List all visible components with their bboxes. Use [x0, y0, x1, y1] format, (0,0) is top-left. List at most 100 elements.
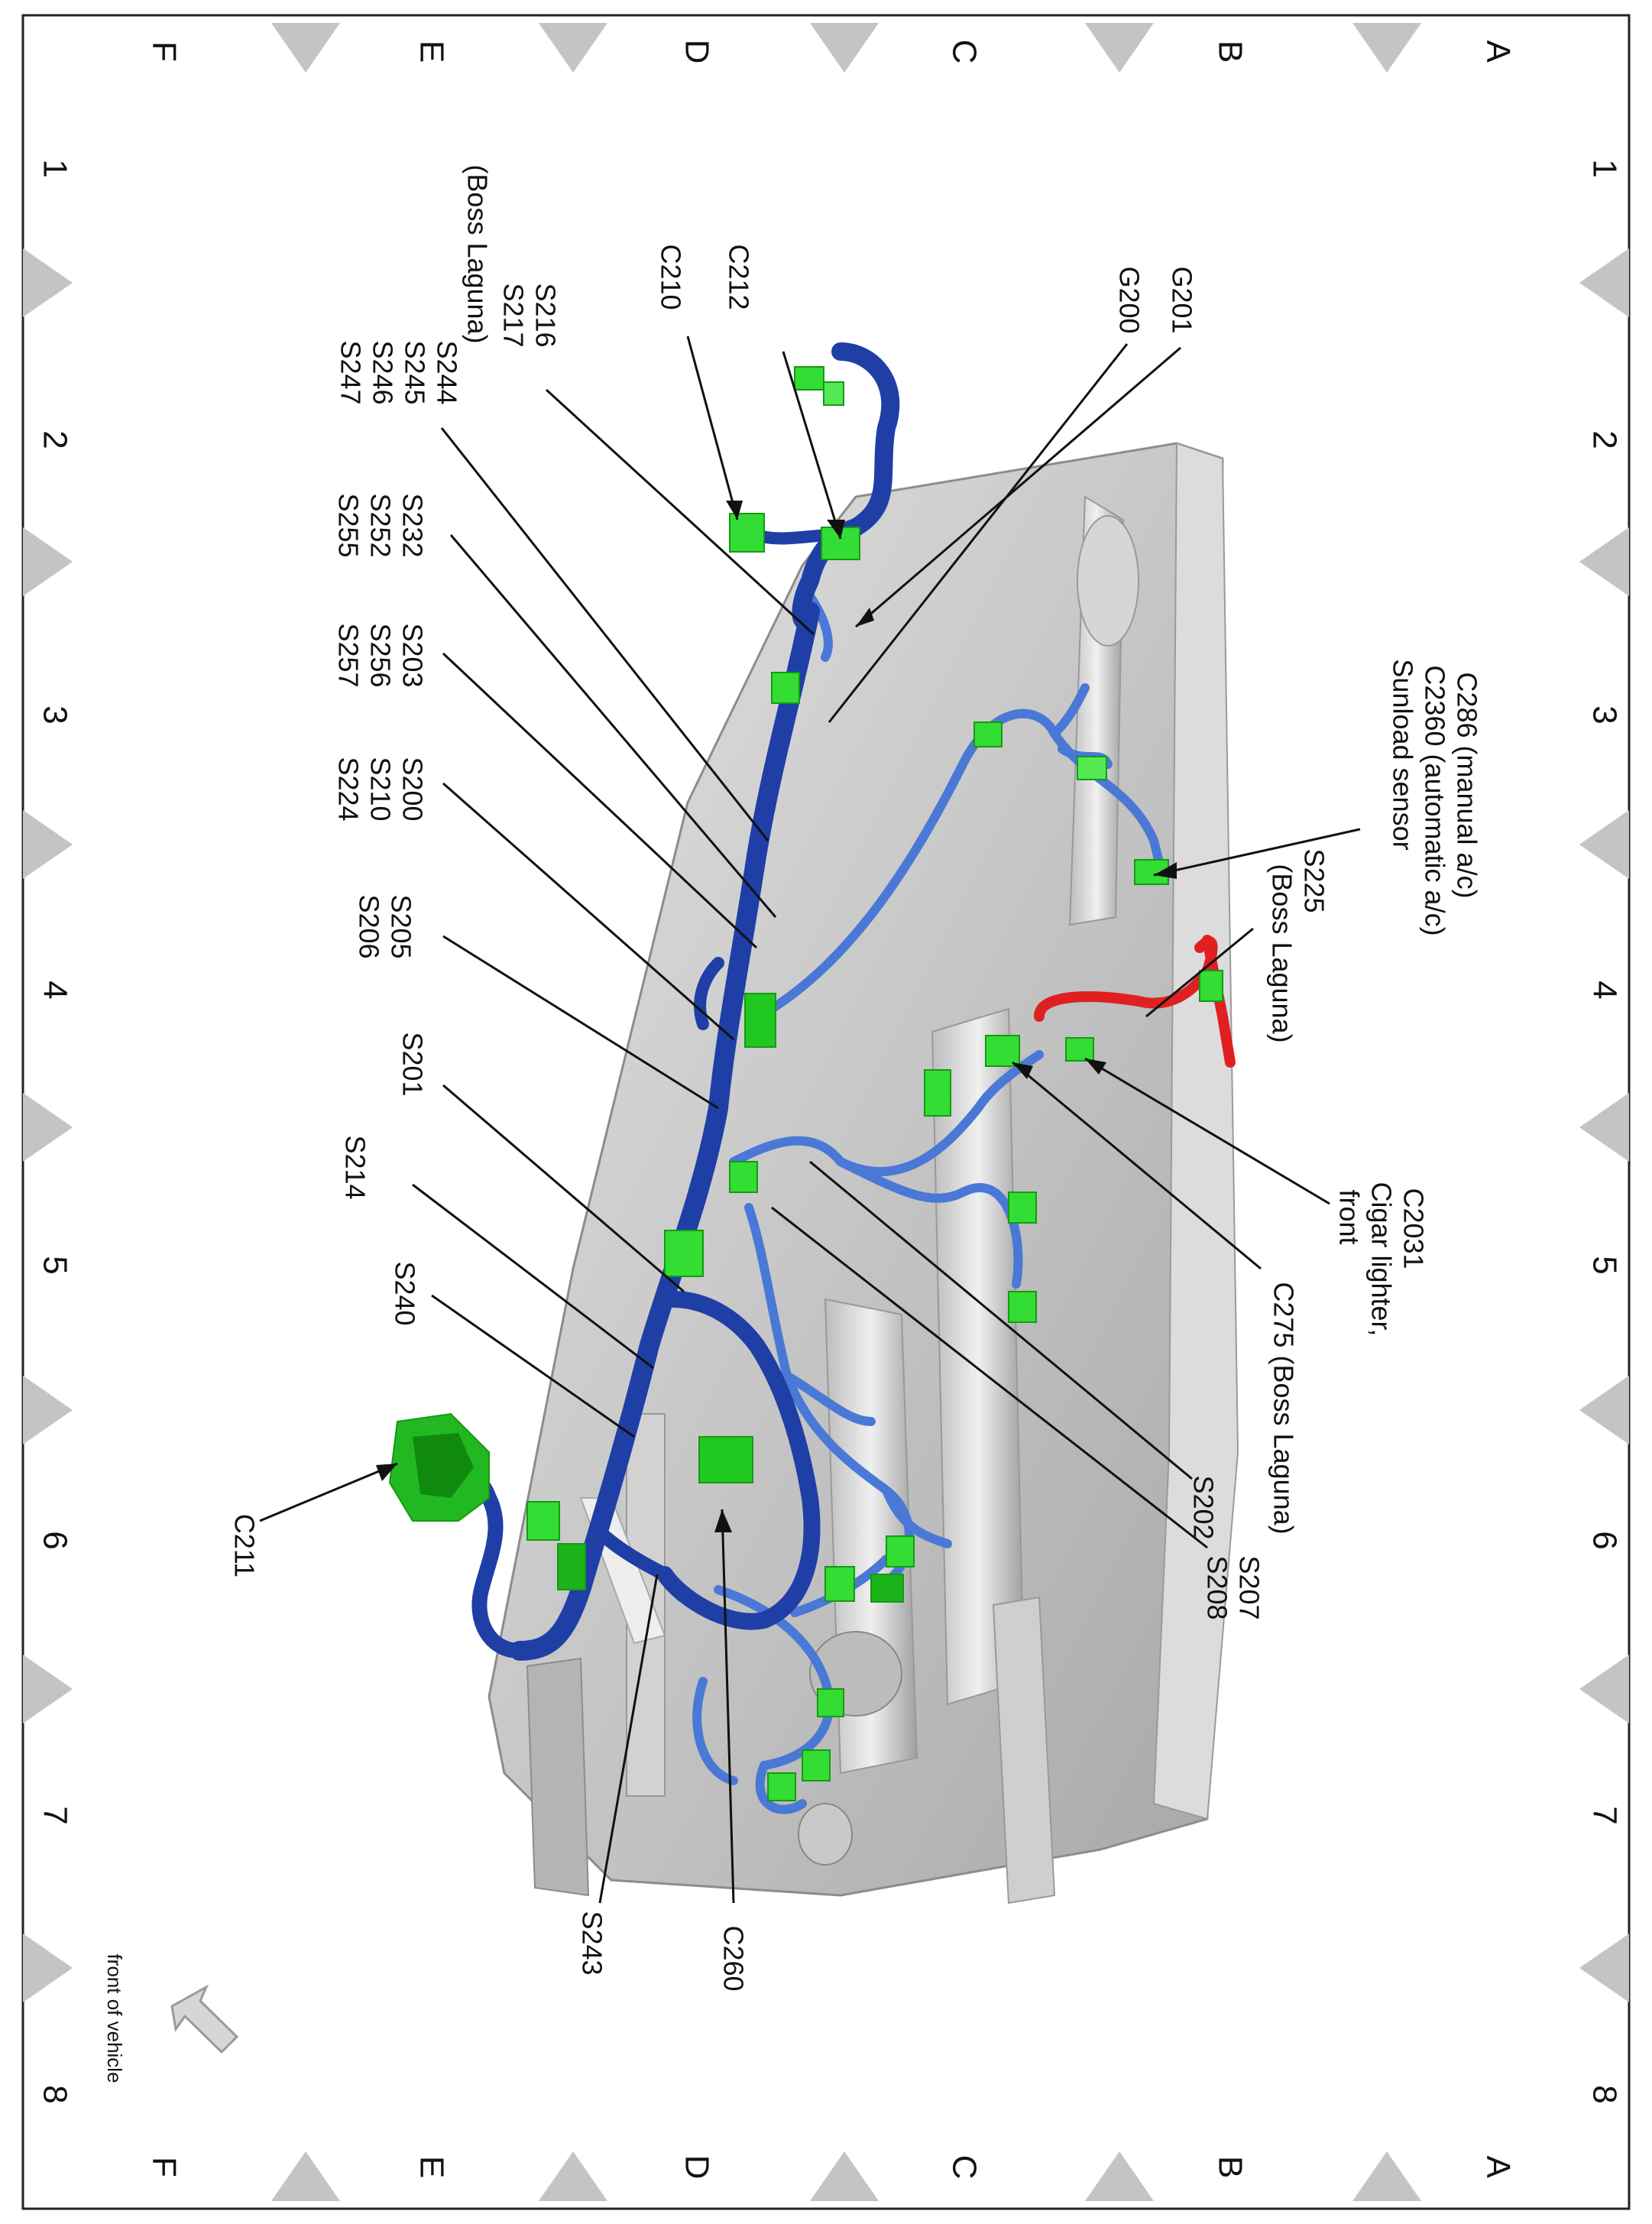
connector-top-small — [794, 366, 824, 391]
connector-upper-mid-2 — [1077, 756, 1107, 780]
label-s247: S247 — [335, 340, 367, 404]
grid-col-7-right: 7 — [1586, 1806, 1624, 1824]
connector-c275 — [985, 1035, 1020, 1067]
grid-row-e-top: E — [413, 41, 451, 63]
callout-labels: G201 G200 C212 C210 S216 S217 (Boss Lagu… — [229, 164, 1483, 1991]
grid-row-labels-bottom: A B C D E F — [146, 2155, 1517, 2180]
grid-row-f-top: F — [146, 41, 183, 62]
grid-row-f-bottom: F — [146, 2157, 183, 2177]
connectors — [388, 366, 1223, 1801]
connector-c212 — [821, 527, 860, 560]
label-g200: G200 — [1114, 266, 1145, 333]
grid-row-c-top: C — [946, 40, 983, 64]
connector-mid-c — [1008, 1191, 1037, 1224]
label-s257: S257 — [333, 623, 364, 687]
connector-lower-e — [870, 1574, 904, 1603]
label-s244: S244 — [432, 340, 463, 404]
label-c260: C260 — [718, 1925, 750, 1991]
grid-col-8-right: 8 — [1586, 2085, 1624, 2103]
grid-col-4-left: 4 — [37, 981, 74, 999]
grid-row-labels-top: A B C D E F — [146, 40, 1517, 64]
grid-col-3-left: 3 — [37, 705, 74, 724]
label-s207: S207 — [1234, 1555, 1265, 1619]
label-s200: S200 — [397, 757, 429, 821]
connector-lower-a — [526, 1501, 560, 1541]
grid-col-2-right: 2 — [1586, 430, 1624, 449]
label-c275: C275 (Boss Laguna) — [1268, 1282, 1300, 1534]
label-s255: S255 — [333, 493, 364, 557]
grid-row-a-bottom: A — [1479, 2156, 1517, 2179]
label-cigar: Cigar lighter, — [1366, 1182, 1398, 1336]
label-front-of-vehicle: front of vehicle — [103, 1953, 126, 2083]
grid-col-labels-left: 1 2 3 4 5 6 7 8 — [37, 159, 74, 2103]
label-s224: S224 — [333, 757, 364, 821]
grid-col-8-left: 8 — [37, 2085, 74, 2103]
connector-lower-g — [802, 1749, 831, 1781]
label-s225: S225 — [1299, 848, 1330, 913]
grid-row-c-bottom: C — [946, 2155, 983, 2180]
label-s216: S216 — [530, 283, 562, 347]
label-sunload: Sunload sensor — [1388, 659, 1419, 850]
label-s240: S240 — [390, 1261, 421, 1325]
grid-col-labels-right: 1 2 3 4 5 6 7 8 — [1586, 159, 1624, 2103]
label-s243: S243 — [577, 1911, 608, 1975]
label-s214: S214 — [340, 1135, 371, 1199]
label-boss-laguna-1: (Boss Laguna) — [462, 164, 494, 343]
connector-lower-b — [557, 1543, 586, 1590]
connector-lower-h — [767, 1772, 796, 1801]
label-c212: C212 — [724, 244, 755, 310]
label-c2031: C2031 — [1398, 1188, 1430, 1269]
label-front-word: front — [1334, 1189, 1365, 1244]
connector-c2031 — [1065, 1037, 1094, 1062]
front-arrow-icon — [170, 1984, 239, 2054]
grid-col-1-left: 1 — [37, 159, 74, 177]
label-s232: S232 — [397, 493, 429, 557]
label-s256: S256 — [365, 623, 397, 687]
grid-row-a-top: A — [1479, 41, 1517, 63]
leader-lines — [259, 336, 1361, 1904]
grid-row-d-top: D — [679, 40, 716, 64]
grid-col-1-right: 1 — [1586, 159, 1624, 177]
connector-c210 — [729, 513, 765, 553]
connector-s201 — [664, 1230, 704, 1277]
grid-row-b-bottom: B — [1212, 2156, 1249, 2178]
front-of-vehicle-indicator: front of vehicle — [103, 1953, 239, 2083]
label-s203: S203 — [397, 623, 429, 687]
grid-col-3-right: 3 — [1586, 705, 1624, 724]
label-s205: S205 — [386, 894, 417, 958]
label-c2360: C2360 (automatic a/c) — [1420, 665, 1451, 935]
connector-lower-f — [817, 1688, 844, 1717]
connector-c260 — [698, 1436, 753, 1483]
label-boss-laguna-2: (Boss Laguna) — [1267, 864, 1298, 1042]
grid-row-e-bottom: E — [413, 2156, 451, 2178]
grid-markers — [23, 23, 1629, 2201]
connector-s202 — [729, 1161, 758, 1193]
grid-col-6-right: 6 — [1586, 1531, 1624, 1549]
grid-col-5-right: 5 — [1586, 1256, 1624, 1274]
label-s208: S208 — [1202, 1555, 1233, 1619]
connector-g — [771, 672, 800, 704]
label-s252: S252 — [365, 493, 397, 557]
label-s202: S202 — [1188, 1475, 1220, 1539]
connector-mid-right — [1008, 1291, 1037, 1323]
label-c211: C211 — [229, 1514, 261, 1577]
label-c210: C210 — [656, 244, 687, 310]
label-g201: G201 — [1167, 266, 1198, 333]
grid-row-b-top: B — [1212, 41, 1249, 63]
label-c286: C286 (manual a/c) — [1452, 672, 1483, 898]
label-s210: S210 — [365, 757, 397, 821]
grid-col-2-left: 2 — [37, 430, 74, 449]
connector-upper-mid — [973, 721, 1003, 747]
grid-col-6-left: 6 — [37, 1531, 74, 1549]
connector-s225 — [1199, 970, 1223, 1002]
label-s217: S217 — [498, 283, 530, 347]
label-s245: S245 — [400, 340, 431, 404]
connector-lower-c — [824, 1566, 855, 1602]
label-s246: S246 — [368, 340, 399, 404]
label-s201: S201 — [397, 1032, 429, 1096]
connector-lower-d — [886, 1535, 915, 1567]
leader-arrowheads — [376, 501, 1177, 1532]
connector-mid-a — [744, 993, 776, 1048]
connector-top-small-2 — [823, 381, 844, 406]
